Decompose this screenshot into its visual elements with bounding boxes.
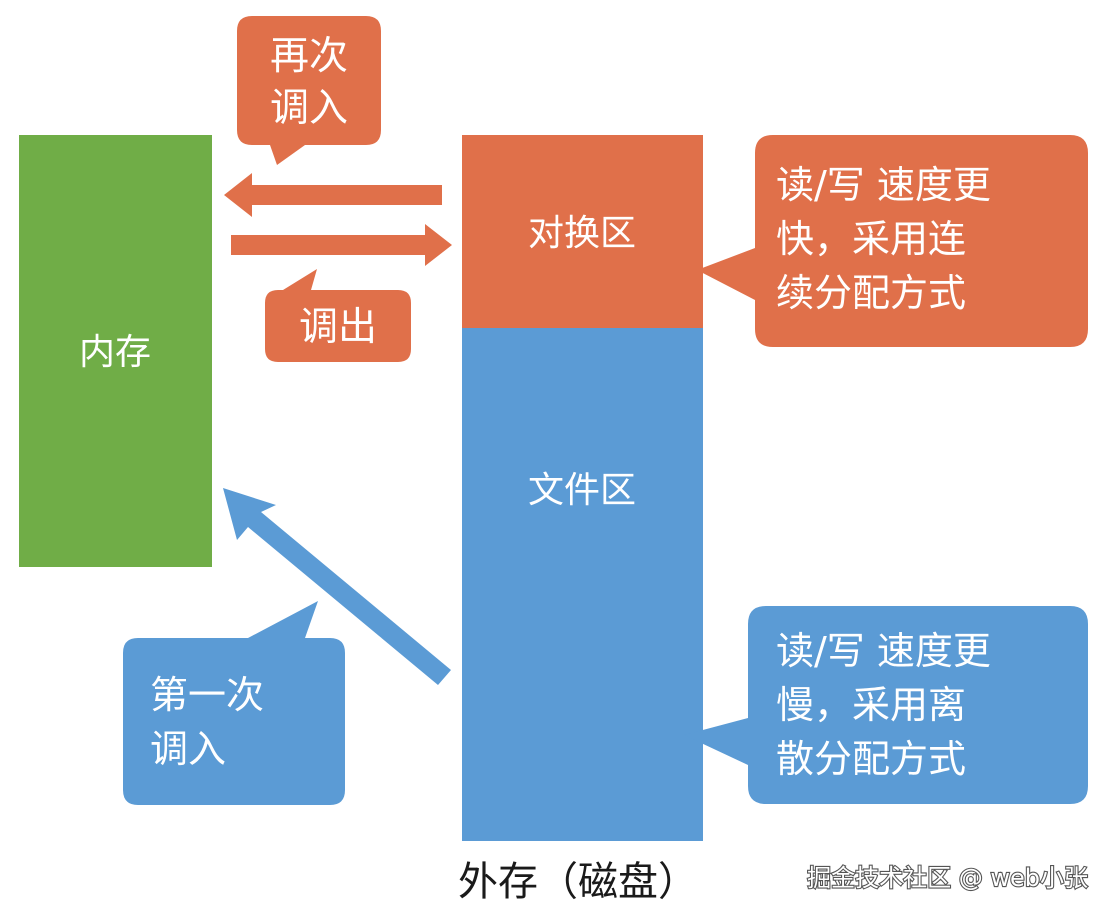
callout-swap-area-note: 读/写 速度更 快，采用连 续分配方式 <box>697 135 1088 347</box>
first-load-arrow <box>223 488 451 685</box>
callout-swap-out-line-1: 调出 <box>299 305 377 350</box>
callout-swap-in-again-shape <box>237 16 381 165</box>
file-area-rect <box>462 328 703 841</box>
swap-out-arrow <box>231 224 452 266</box>
watermark: 掘金技术社区 @ web小张 <box>807 864 1088 892</box>
callout-file-area-note-line-3: 散分配方式 <box>776 737 966 781</box>
callout-swap-in-again: 再次 调入 <box>237 16 381 165</box>
callout-file-area-note: 读/写 速度更 慢，采用离 散分配方式 <box>684 606 1088 804</box>
callout-first-load: 第一次 调入 <box>123 601 345 805</box>
memory-label: 内存 <box>79 332 151 373</box>
callout-swap-area-note-line-2: 快，采用连 <box>776 217 966 261</box>
memory-block: 内存 <box>19 135 212 567</box>
callout-swap-area-note-shape <box>697 135 1088 347</box>
callout-swap-in-again-line-2: 调入 <box>270 86 348 131</box>
callout-first-load-shape <box>123 601 345 805</box>
callout-file-area-note-line-2: 慢，采用离 <box>776 683 966 727</box>
swap-area-rect <box>462 135 703 328</box>
callout-first-load-line-1: 第一次 <box>150 673 264 717</box>
external-storage: 对换区 文件区 外存（磁盘） <box>458 135 703 905</box>
callout-swap-in-again-line-1: 再次 <box>270 34 348 79</box>
callout-swap-out: 调出 <box>265 269 411 362</box>
memory-rect <box>19 135 212 567</box>
callout-file-area-note-shape <box>684 606 1088 804</box>
swap-in-arrow <box>224 173 442 217</box>
callout-swap-out-shape <box>265 269 411 362</box>
external-storage-caption: 外存（磁盘） <box>458 859 698 905</box>
callout-first-load-line-2: 调入 <box>150 727 226 771</box>
callout-file-area-note-line-1: 读/写 速度更 <box>776 629 991 673</box>
swap-area-label: 对换区 <box>528 213 636 254</box>
callout-swap-area-note-line-1: 读/写 速度更 <box>776 163 991 207</box>
callout-swap-area-note-line-3: 续分配方式 <box>776 271 966 315</box>
file-area-label: 文件区 <box>528 470 636 511</box>
